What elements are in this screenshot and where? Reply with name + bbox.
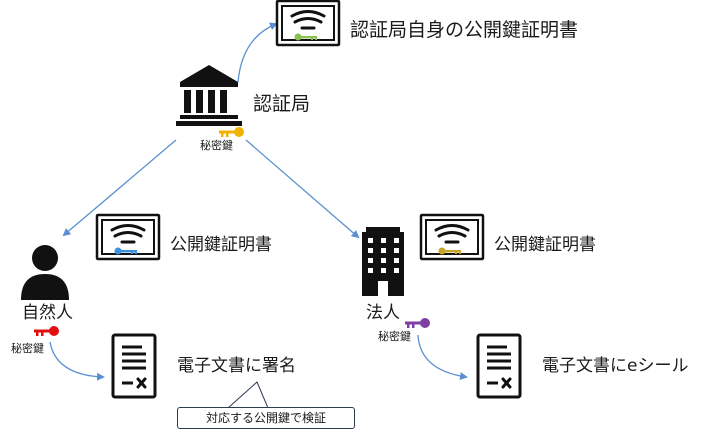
ca-key-label: 秘密鍵 [200,139,233,152]
certificate-icon [419,213,485,261]
certificate-icon [275,0,341,47]
arrow-corp-to-doc [417,334,468,381]
person-key-label: 秘密鍵 [11,342,44,355]
key-icon [219,127,244,137]
corp-doc-label: 電子文書にeシール [542,356,689,376]
certificate-icon [95,213,161,261]
corp-label: 法人 [366,303,400,323]
callout-pointer [227,381,269,409]
bank-icon [176,65,242,126]
building-icon [362,227,404,296]
arrow-ca-to-person [62,139,177,237]
person-icon [21,245,69,300]
corp-key-label: 秘密鍵 [378,330,411,343]
document-icon [476,333,522,399]
verify-callout: 対応する公開鍵で検証 [177,407,355,429]
ca-self-cert-label: 認証局自身の公開鍵証明書 [350,19,579,41]
person-doc-label: 電子文書に署名 [177,356,296,376]
person-cert-label: 公開鍵証明書 [170,235,272,255]
arrow-ca-to-self-cert [237,22,278,83]
arrow-ca-to-corp [245,139,360,239]
document-icon [111,333,157,399]
ca-label: 認証局 [253,93,311,115]
arrows [49,22,468,381]
arrow-person-to-doc [49,341,105,381]
key-icon [294,33,317,41]
key-icon [34,326,59,336]
person-label: 自然人 [22,303,73,323]
corp-cert-label: 公開鍵証明書 [494,235,596,255]
key-icon [438,247,461,255]
key-icon [405,318,430,328]
key-icon [114,247,137,255]
